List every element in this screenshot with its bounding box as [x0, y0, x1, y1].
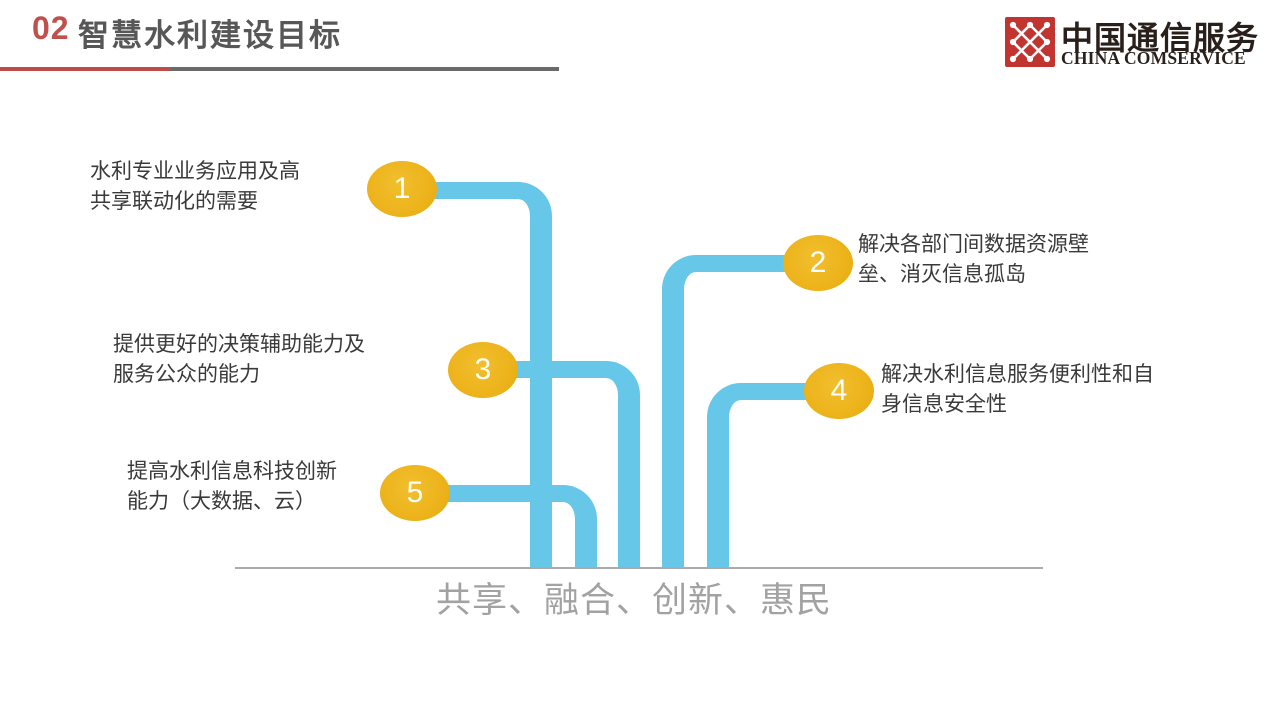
goal-text-2: 解决各部门间数据资源壁 垒、消灭信息孤岛 [858, 232, 1089, 286]
baseline-divider [235, 567, 1043, 569]
connector-goal-2 [662, 255, 818, 568]
logo-name-english: CHINA COMSERVICE [1061, 48, 1246, 68]
goal-marker-2: 2 [783, 235, 853, 291]
title-underline-red [0, 67, 170, 71]
goal-marker-4: 4 [804, 363, 874, 419]
goal-text-3: 提供更好的决策辅助能力及 服务公众的能力 [113, 332, 365, 386]
goal-text-1: 水利专业业务应用及高 共享联动化的需要 [90, 159, 300, 213]
comservice-lattice-icon [1005, 17, 1055, 67]
goal-number-4: 4 [830, 374, 848, 407]
logo-name-chinese: 中国通信服务 [1061, 20, 1260, 56]
tagline: 共享、融合、创新、惠民 [436, 581, 833, 620]
connector-goal-3 [480, 361, 640, 568]
connector-goal-5 [413, 485, 597, 568]
goal-number-2: 2 [809, 246, 827, 279]
goal-number-3: 3 [474, 353, 492, 386]
goal-text-4: 解决水利信息服务便利性和自 身信息安全性 [881, 362, 1154, 416]
goal-marker-3: 3 [448, 342, 518, 398]
goal-number-1: 1 [393, 172, 411, 205]
goal-marker-5: 5 [380, 465, 450, 521]
goal-number-5: 5 [406, 476, 424, 509]
page-title: 智慧水利建设目标 [78, 18, 342, 53]
goal-text-5: 提高水利信息科技创新 能力（大数据、云） [127, 459, 337, 513]
section-number: 02 [32, 10, 70, 46]
company-logo: 中国通信服务 CHINA COMSERVICE [1005, 15, 1267, 69]
goal-marker-1: 1 [367, 161, 437, 217]
title-underline-gray [170, 67, 559, 71]
